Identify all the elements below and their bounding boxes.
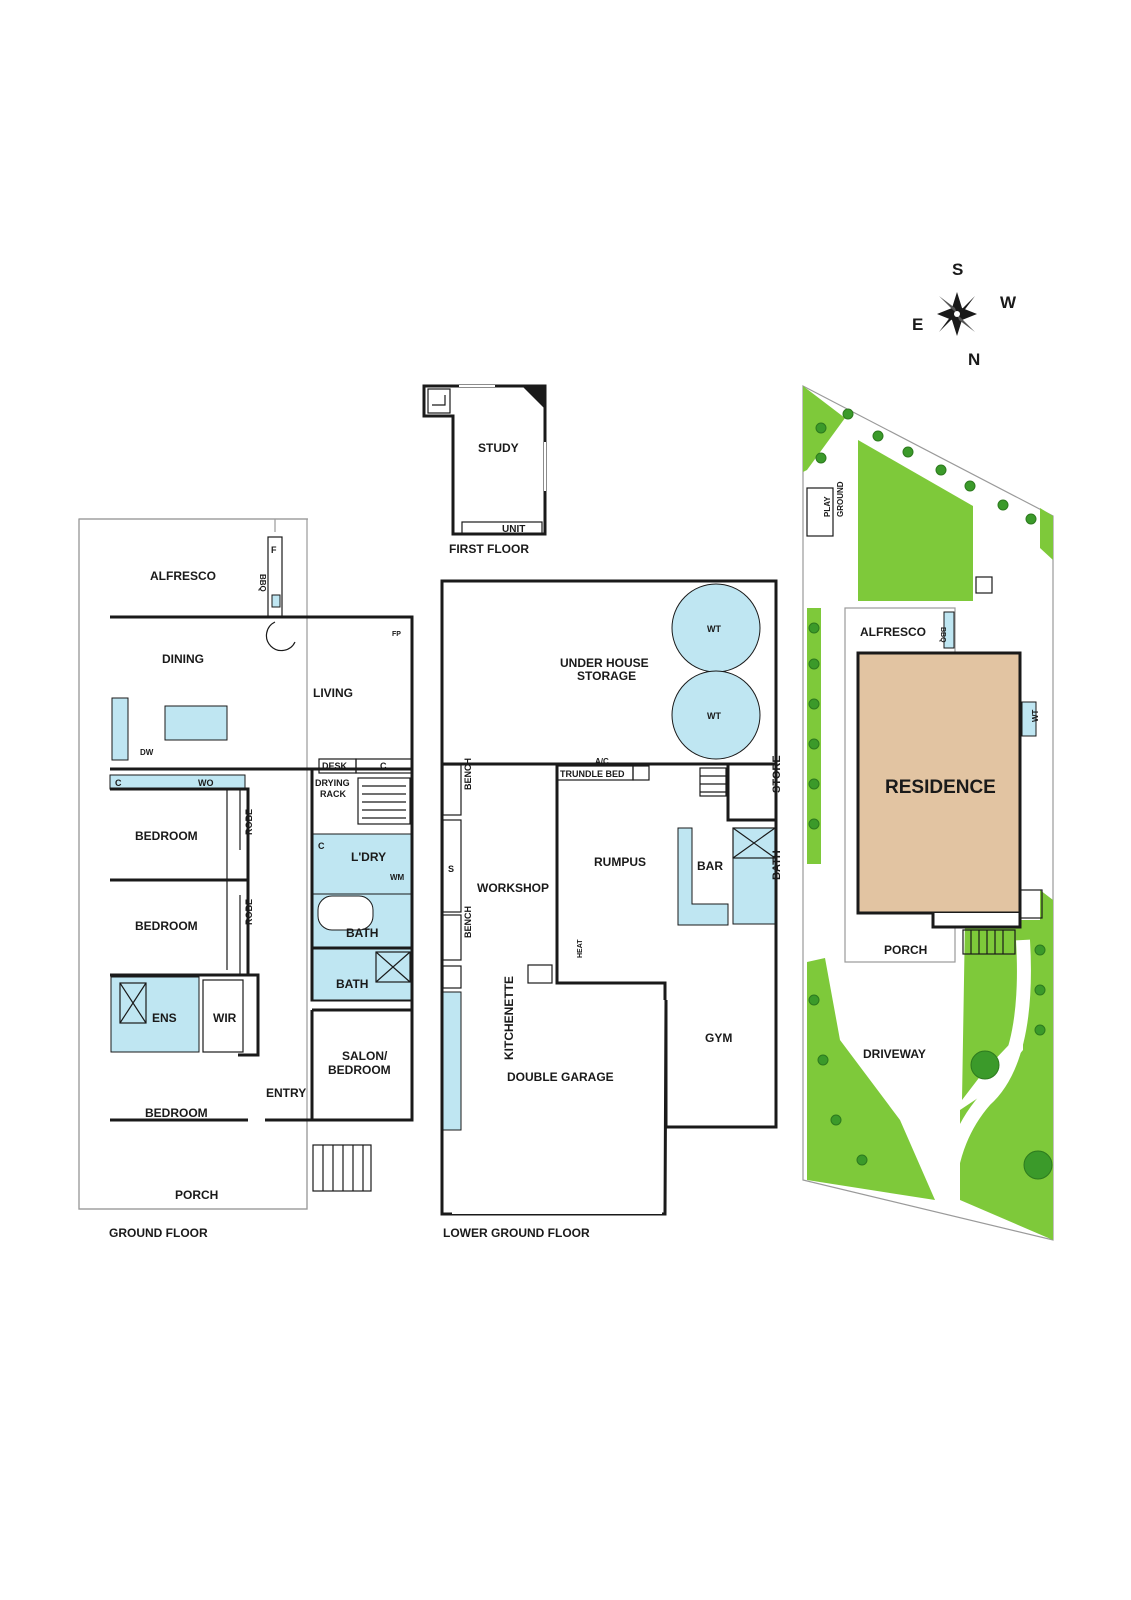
lower-store: STORE [771, 755, 783, 793]
lower-heat: HEAT [577, 939, 584, 958]
fixture-bbq: BBQ [258, 574, 267, 592]
site-wt: WT [1031, 709, 1040, 722]
ground-floor-plan: ALFRESCO DINING LIVING BEDROOM BEDROOM E… [78, 518, 414, 1240]
compass-e-label: E [912, 315, 923, 334]
lower-bar: BAR [697, 859, 723, 873]
room-bedroom-1: BEDROOM [135, 829, 198, 843]
lower-storage-line-1: UNDER HOUSE [560, 656, 649, 670]
room-entry: ENTRY [266, 1086, 306, 1100]
room-living: LIVING [313, 686, 353, 700]
compass-w-label: W [1000, 293, 1017, 312]
room-bath-2: BATH [336, 977, 368, 991]
drying-rack-label-2: RACK [320, 789, 346, 799]
fixture-robe-2: ROBE [244, 899, 254, 925]
room-bedroom-3: BEDROOM [145, 1106, 208, 1120]
site-playground-2: GROUND [836, 481, 845, 517]
lower-rumpus: RUMPUS [594, 855, 646, 869]
lower-ac: A/C [595, 757, 609, 766]
lower-storage-line-2: STORAGE [577, 669, 636, 683]
room-porch: PORCH [175, 1188, 218, 1202]
site-driveway: DRIVEWAY [863, 1047, 926, 1061]
fixture-c-laundry: C [318, 841, 325, 851]
lower-double-garage: DOUBLE GARAGE [507, 1070, 614, 1084]
compass-n-label: N [968, 350, 980, 369]
compass-s-label: S [952, 260, 963, 279]
room-dining: DINING [162, 652, 204, 666]
first-floor-title: FIRST FLOOR [449, 542, 529, 556]
room-salon: SALON/ [342, 1049, 388, 1063]
room-wir: WIR [213, 1011, 237, 1025]
site-residence: RESIDENCE [885, 777, 996, 798]
room-laundry: L'DRY [351, 850, 386, 864]
room-salon-bedroom: BEDROOM [328, 1063, 391, 1077]
lower-wt-1: WT [707, 624, 721, 634]
lower-s: S [448, 864, 454, 874]
site-playground-1: PLAY [823, 496, 832, 517]
fixture-fp: FP [392, 631, 401, 638]
room-ens: ENS [152, 1011, 177, 1025]
room-bath-1: BATH [346, 926, 378, 940]
room-alfresco: ALFRESCO [150, 569, 216, 583]
room-study: STUDY [478, 441, 519, 455]
lower-floor-title: LOWER GROUND FLOOR [443, 1226, 590, 1240]
fixture-c-desk: C [380, 761, 387, 771]
lower-wt-2: WT [707, 711, 721, 721]
compass-rose: S W E N [912, 260, 1017, 369]
site-bbq: BBQ [939, 627, 946, 643]
lower-bath: BATH [771, 850, 783, 880]
lower-workshop: WORKSHOP [477, 881, 549, 895]
lower-gym: GYM [705, 1031, 732, 1045]
first-unit-label: UNIT [502, 524, 525, 535]
lower-bench-1: BENCH [463, 758, 473, 790]
first-floor-plan: STUDY UNIT FIRST FLOOR [422, 384, 547, 556]
fixture-robe-1: ROBE [244, 809, 254, 835]
drying-rack-label-1: DRYING [315, 778, 350, 788]
fixture-wo: WO [198, 778, 214, 788]
lower-bench-2: BENCH [463, 906, 473, 938]
fixture-f: F [271, 545, 277, 555]
fixture-wm: WM [390, 873, 405, 882]
site-trees [808, 408, 1053, 1180]
desk-label: DESK [322, 761, 348, 771]
ground-floor-title: GROUND FLOOR [109, 1226, 208, 1240]
fixture-dw: DW [140, 748, 154, 757]
lower-ground-floor-plan: UNDER HOUSE STORAGE WT WT A/C TRUNDLE BE… [440, 579, 783, 1240]
site-plan: PLAY GROUND ALFRESCO BBQ RESIDENCE WT PO… [802, 385, 1054, 1241]
site-porch: PORCH [884, 943, 927, 957]
fixture-c-kitchen: C [115, 778, 122, 788]
lower-kitchenette: KITCHENETTE [502, 976, 516, 1060]
lower-trundle-bed: TRUNDLE BED [560, 769, 625, 779]
site-alfresco: ALFRESCO [860, 625, 926, 639]
room-bedroom-2: BEDROOM [135, 919, 198, 933]
